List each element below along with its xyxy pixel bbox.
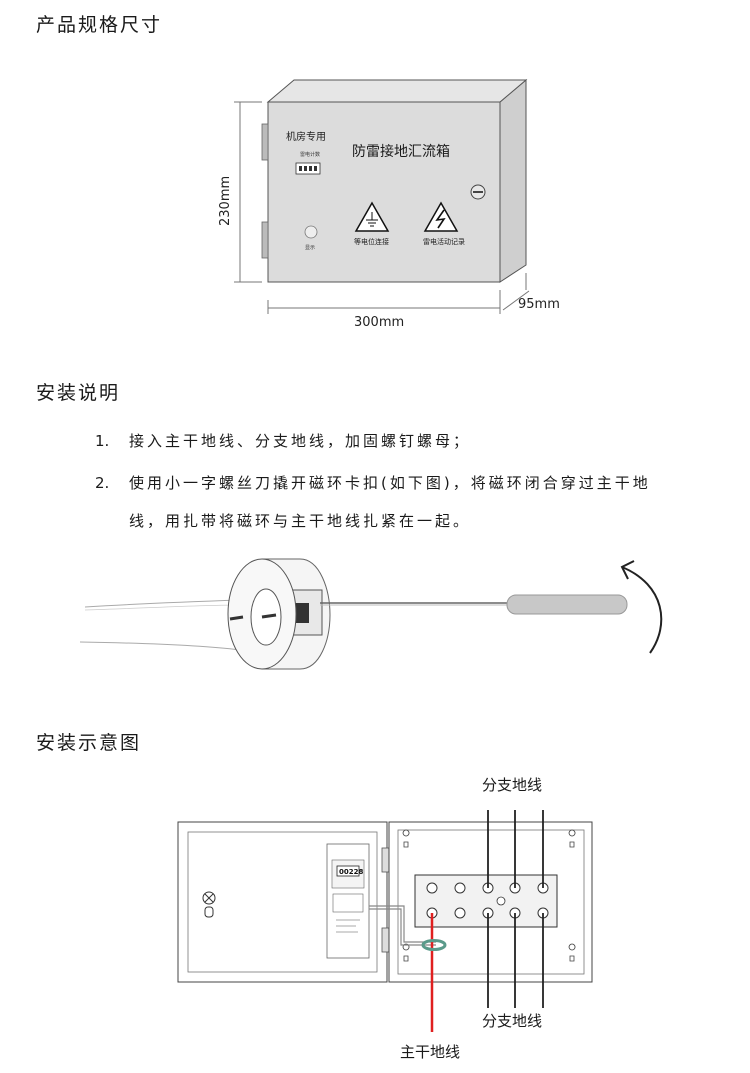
hinge-bottom [381,927,390,953]
box-side-face [499,78,527,283]
step-1-text: 接入主干地线、分支地线，加固螺钉螺母； [129,432,472,450]
depth-dimension [499,273,530,314]
step-1: 1. 接入主干地线、分支地线，加固螺钉螺母； [95,430,471,451]
box-title: 防雷接地汇流箱 [352,143,450,160]
counter-wire [369,905,436,943]
step-2-number: 2. [95,474,110,492]
hinge-top [261,123,269,161]
step-2: 2. 使用小一字螺丝刀撬开磁环卡扣(如下图)，将磁环闭合穿过主干地 [95,472,651,493]
rotate-arrow-icon [621,566,663,654]
counter-value: 00228 [339,868,363,876]
step-1-number: 1. [95,432,110,450]
height-dimension [234,101,262,283]
diagram-section-title: 安装示意图 [36,732,142,754]
install-section-title: 安装说明 [36,382,121,404]
width-label: 300mm [354,315,404,330]
main-ground-label: 主干地线 [400,1043,460,1061]
box-label-counter: 雷电计数 [300,151,320,158]
width-dimension [267,300,501,314]
box-label-record: 雷电活动记录 [423,237,465,246]
box-label-room: 机房专用 [286,130,326,143]
spec-section-title: 产品规格尺寸 [36,14,163,36]
box-label-equipotential: 等电位连接 [354,237,389,246]
branch-ground-top-label: 分支地线 [482,776,542,794]
branch-wires-bottom [487,913,544,1008]
step-2-continued: 线，用扎带将磁环与主干地线扎紧在一起。 [129,512,472,530]
box-front-face [267,101,501,283]
product-dimension-drawing: 机房专用 雷电计数 防雷接地汇流箱 显示 等电位连接 雷电活动记录 230mm … [218,78,560,330]
height-label: 230mm [218,176,233,226]
center-screw-icon [496,896,506,906]
branch-ground-bottom-label: 分支地线 [482,1012,542,1030]
hinge-bottom [261,221,269,259]
magnetic-ring-icon [421,939,447,951]
depth-label: 95mm [518,297,560,312]
step-2-text: 使用小一字螺丝刀撬开磁环卡扣(如下图)，将磁环闭合穿过主干地 [129,474,651,492]
counter-window [295,162,321,175]
magnetic-ring-illustration [79,558,663,670]
mounting-holes [402,829,576,962]
hinge-top [381,847,390,873]
box-label-indicator: 显示 [305,245,315,251]
counter-digits [299,166,317,171]
branch-wires-top [487,810,544,888]
terminal-block [414,874,558,928]
box-top-face [266,79,528,103]
screwdriver-handle [506,594,628,615]
installation-diagram: 分支地线 分支地线 主干地线 磁环 00228 [177,776,593,1061]
indicator-light-icon [304,225,318,239]
lightning-warning-icon [423,201,459,232]
